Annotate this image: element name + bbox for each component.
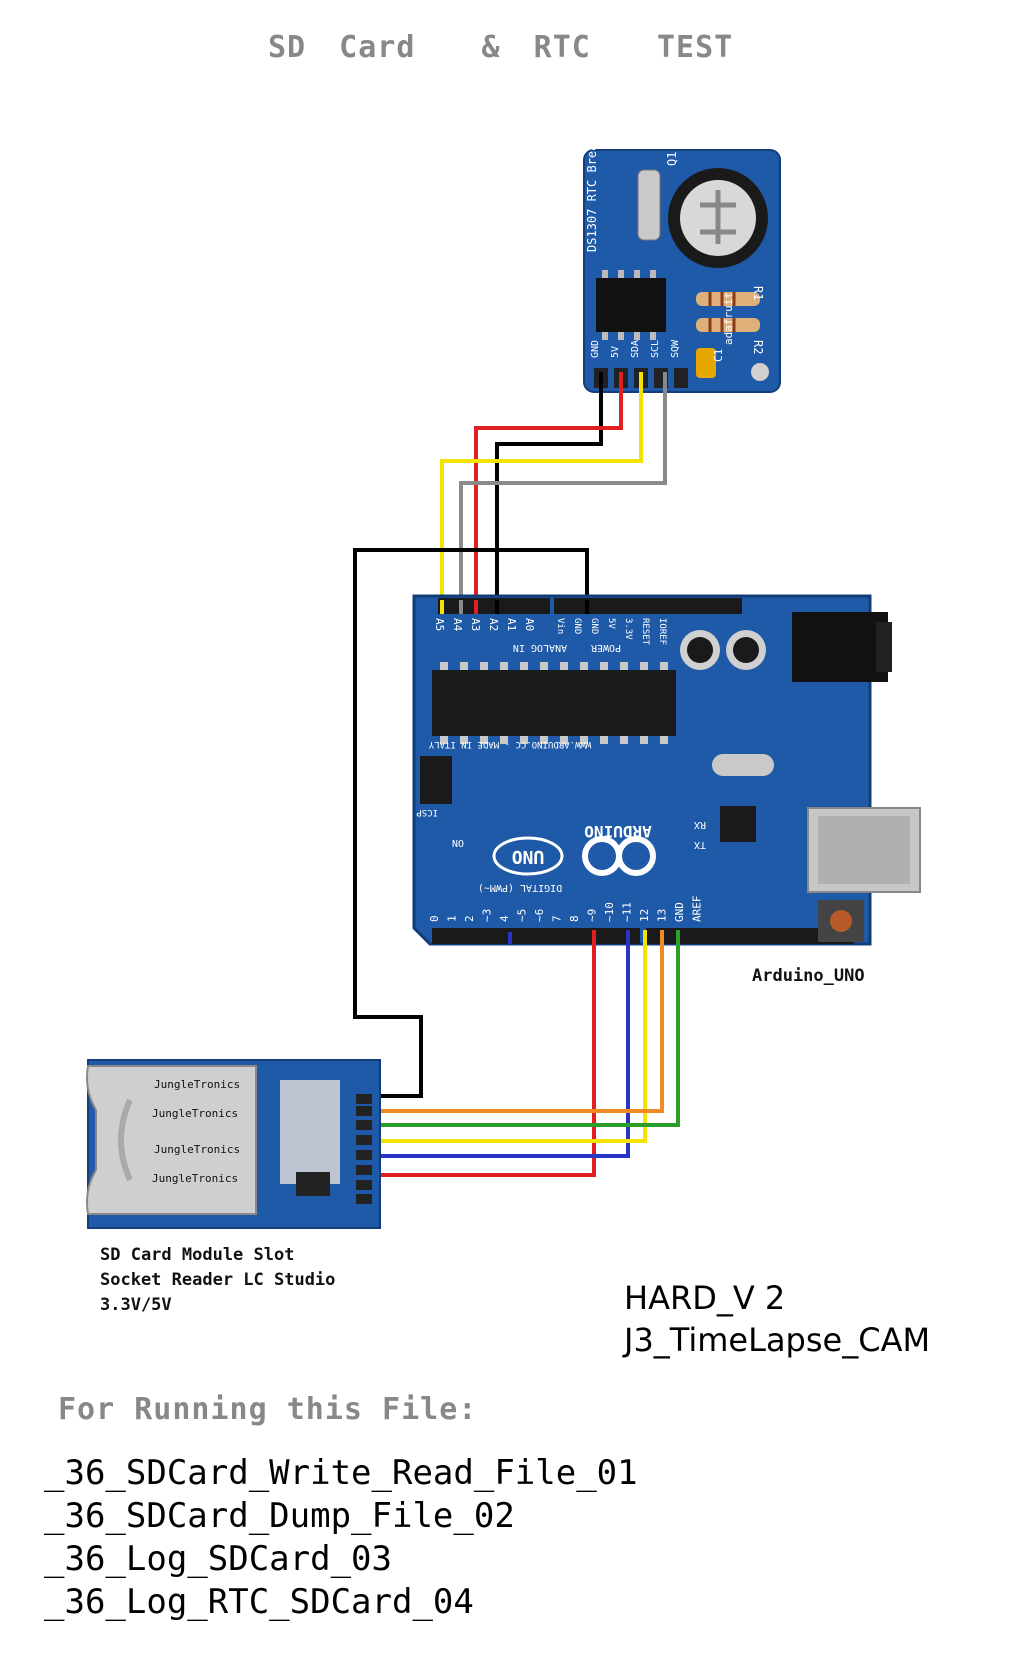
digital-label: DIGITAL (PWM~) <box>478 882 562 893</box>
rx-label: RX <box>694 819 706 830</box>
arduino-infinity-logo <box>582 836 656 876</box>
uno-oval <box>492 836 564 876</box>
digital-pin-label: ~9 <box>586 909 599 922</box>
power-header <box>554 598 742 614</box>
sd-brand-label: JungleTronics <box>154 1143 240 1156</box>
arduino-uno-board: UNO ARDUINO ANALOG IN POWER DIGITAL (PWM… <box>412 594 921 946</box>
rtc-c1-label: C1 <box>712 349 725 362</box>
rtc-pin-label: SCL <box>650 340 661 358</box>
hardware-line-2: J3_TimeLapse_CAM <box>624 1321 931 1359</box>
power-pin-label: 3.3V <box>623 618 633 640</box>
digital-pin-label: ~5 <box>516 909 529 922</box>
sd-label-line: Socket Reader LC Studio <box>100 1270 336 1290</box>
rtc-board-name: DS1307 RTC Breakout <box>585 115 599 252</box>
sd-label-line: 3.3V/5V <box>100 1295 172 1315</box>
power-pin-label: GND <box>572 618 582 634</box>
digital-pin-label: ~3 <box>481 909 494 922</box>
rtc-brand-label: adafruit <box>722 292 735 345</box>
analog-header <box>438 598 550 614</box>
resistor-array <box>280 1080 340 1184</box>
header-wire-ends <box>440 600 589 614</box>
sd-card-module: JungleTronicsJungleTronicsJungleTronicsJ… <box>86 1059 381 1229</box>
arduino-uno-label: Arduino_UNO <box>752 966 865 986</box>
rtc-r2-label: R2 <box>751 340 765 354</box>
digital-pin-label: 12 <box>638 909 651 922</box>
digital-pin-label: ~11 <box>621 902 634 922</box>
power-pin-label: 5V <box>606 618 616 629</box>
file-item: _36_SDCard_Dump_File_02 <box>44 1496 515 1536</box>
file-list: _36_SDCard_Write_Read_File_01 _36_SDCard… <box>44 1452 638 1624</box>
power-pin-label: GND <box>589 618 599 634</box>
tx-label: TX <box>694 839 706 850</box>
digital-pin-label: 7 <box>551 915 564 922</box>
analog-pin-label: A3 <box>469 618 482 631</box>
analog-pin-label: A1 <box>505 618 518 631</box>
file-item: _36_Log_RTC_SDCard_04 <box>44 1582 474 1622</box>
atmega-chip <box>432 670 676 736</box>
board-crystal <box>712 754 774 776</box>
sd-brand-label: JungleTronics <box>154 1078 240 1091</box>
capacitor-c1 <box>696 348 716 378</box>
crystal <box>637 169 661 241</box>
power-pin-label: IOREF <box>657 618 667 645</box>
digital-pin-label: 2 <box>463 915 476 922</box>
rtc-board: DS1307 RTC Breakout Q1 R1 R2 adafruit C1… <box>583 115 781 393</box>
file-item: _36_SDCard_Write_Read_File_01 <box>44 1453 638 1493</box>
diagram-title: SD Card & RTC TEST <box>268 30 734 65</box>
rtc-pin-label: SQW <box>670 339 681 358</box>
digital-header-high <box>646 928 854 944</box>
power-label: POWER <box>590 642 621 653</box>
digital-pin-label: 8 <box>568 915 581 922</box>
digital-pin-label: GND <box>673 902 686 922</box>
digital-pin-label: AREF <box>691 896 704 923</box>
rtc-pin-label: GND <box>590 340 601 358</box>
voltage-regulator <box>296 1172 330 1196</box>
icsp-label: ICSP <box>416 807 438 817</box>
usb-chip <box>720 806 756 842</box>
rtc-pin-label: 5V <box>610 346 621 358</box>
resistor-r2 <box>696 318 760 332</box>
on-label: ON <box>452 837 464 848</box>
analog-pin-label: A0 <box>523 618 536 631</box>
hardware-line-1: HARD_V 2 <box>624 1279 786 1317</box>
uno-model-label: UNO <box>512 846 545 867</box>
hardware-version: HARD_V 2 J3_TimeLapse_CAM <box>624 1277 930 1361</box>
made-in-label: WWW.ARDUINO.CC - MADE IN ITALY <box>428 739 591 749</box>
sd-brand-label: JungleTronics <box>152 1172 238 1185</box>
digital-pin-label: ~6 <box>533 909 546 922</box>
sd-wires <box>376 930 680 1177</box>
analog-in-label: ANALOG IN <box>513 642 567 653</box>
digital-pin-label: 4 <box>498 915 511 922</box>
power-jack <box>792 612 888 682</box>
digital-pin-label: ~10 <box>603 902 616 922</box>
instructions-heading: For Running this File: <box>58 1392 478 1427</box>
file-item: _36_Log_SDCard_03 <box>44 1539 392 1579</box>
rtc-chip <box>596 278 666 332</box>
sd-label-line: SD Card Module Slot <box>100 1245 295 1265</box>
icsp-header <box>420 756 452 804</box>
resistor-r1 <box>696 292 760 306</box>
analog-pin-label: A2 <box>487 618 500 631</box>
digital-header-low <box>432 928 640 944</box>
sd-module-label: SD Card Module Slot Socket Reader LC Stu… <box>100 1243 335 1318</box>
analog-pin-label: A4 <box>451 618 464 632</box>
digital-pin-label: 1 <box>446 915 459 922</box>
rtc-pin-label: SDA <box>630 340 641 358</box>
power-pin-label: Vin <box>555 618 565 634</box>
rtc-r1-label: R1 <box>751 286 765 300</box>
rtc-q1-label: Q1 <box>665 152 679 166</box>
analog-pin-label: A5 <box>433 618 446 631</box>
digital-pin-label: 0 <box>428 915 441 922</box>
power-pin-label: RESET <box>640 618 650 646</box>
digital-pin-label: 13 <box>656 909 669 922</box>
rtc-wires <box>353 372 667 1098</box>
sd-brand-label: JungleTronics <box>152 1107 238 1120</box>
arduino-logo-text: ARDUINO <box>584 822 651 841</box>
